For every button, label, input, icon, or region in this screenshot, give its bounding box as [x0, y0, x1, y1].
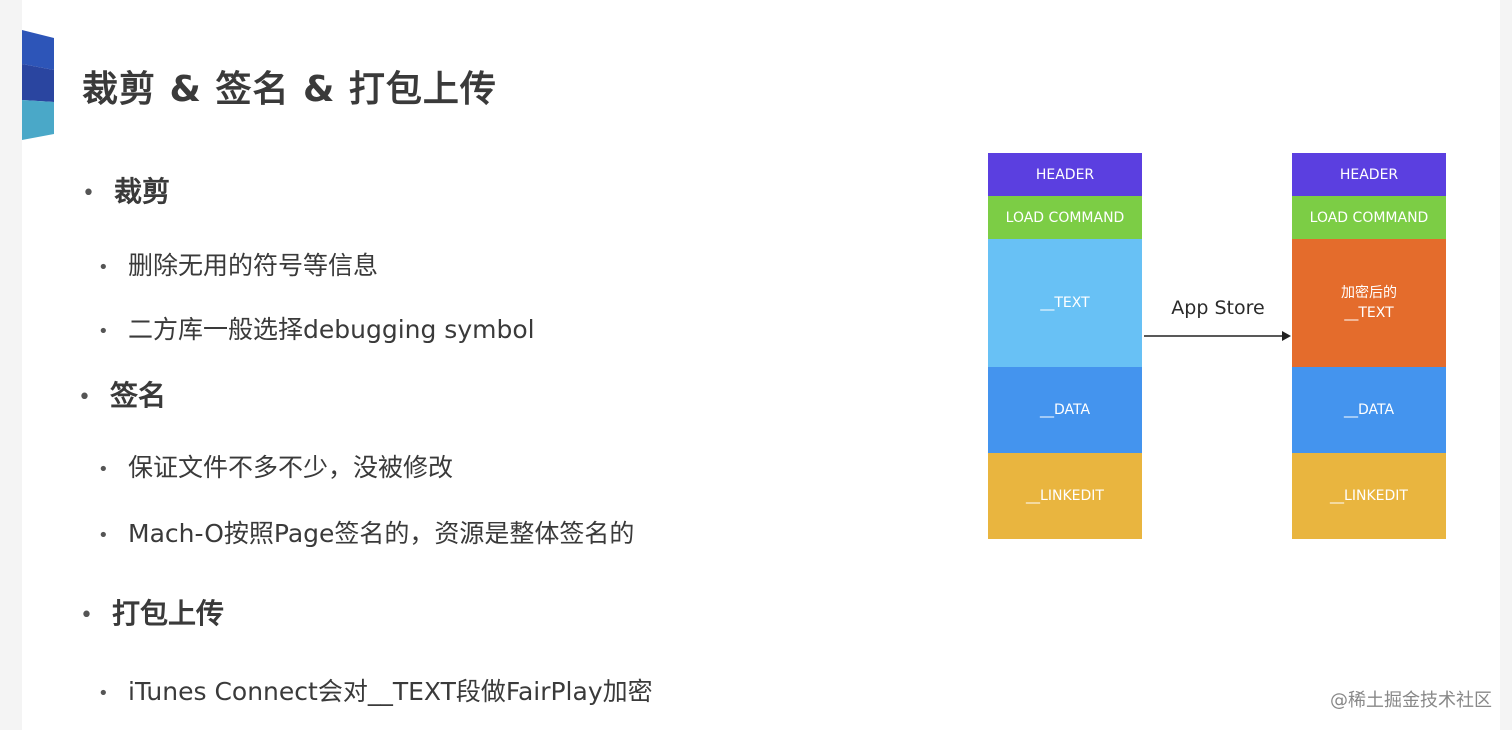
- list-item: • Mach-O按照Page签名的，资源是整体签名的: [98, 514, 634, 550]
- bullet-dot: •: [98, 682, 109, 704]
- slide: [22, 0, 1500, 730]
- segment-load-command: LOAD COMMAND: [1292, 196, 1446, 239]
- section-label: 打包上传: [112, 597, 225, 630]
- list-item-text: 删除无用的符号等信息: [128, 251, 379, 280]
- list-item: • iTunes Connect会对__TEXT段做FairPlay加密: [98, 672, 653, 708]
- list-item-text: 保证文件不多不少，没被修改: [128, 453, 454, 482]
- bullet-dot: •: [98, 524, 109, 546]
- segment-load-command: LOAD COMMAND: [988, 196, 1142, 239]
- macho-after-stack: HEADER LOAD COMMAND 加密后的 __TEXT __DATA _…: [1292, 153, 1446, 539]
- macho-before-stack: HEADER LOAD COMMAND __TEXT __DATA __LINK…: [988, 153, 1142, 539]
- segment-data: __DATA: [988, 367, 1142, 453]
- bullet-dot: •: [98, 458, 109, 480]
- bullet-dot: •: [98, 256, 109, 278]
- section-label: 裁剪: [114, 175, 171, 208]
- bullet-dot: •: [78, 384, 91, 410]
- list-item-text: Mach-O按照Page签名的，资源是整体签名的: [128, 519, 635, 548]
- list-item-text: 二方库一般选择debugging symbol: [128, 315, 535, 344]
- list-item: • 二方库一般选择debugging symbol: [98, 310, 535, 346]
- segment-header: HEADER: [1292, 153, 1446, 196]
- list-item: • 删除无用的符号等信息: [98, 246, 378, 282]
- arrow-right-icon: [1144, 331, 1291, 341]
- page-title: 裁剪 & 签名 & 打包上传: [82, 69, 497, 110]
- segment-encrypted-text: 加密后的 __TEXT: [1292, 239, 1446, 367]
- list-item: • 保证文件不多不少，没被修改: [98, 448, 453, 484]
- bullet-dot: •: [82, 180, 95, 206]
- watermark: @稀土掘金技术社区: [1330, 690, 1492, 711]
- segment-linkedit: __LINKEDIT: [1292, 453, 1446, 539]
- list-item-text: iTunes Connect会对__TEXT段做FairPlay加密: [128, 677, 653, 706]
- bullet-dot: •: [80, 602, 93, 628]
- section-heading-crop: • 裁剪: [82, 170, 170, 210]
- section-label: 签名: [110, 379, 167, 412]
- bullet-dot: •: [98, 320, 109, 342]
- arrow-label: App Store: [1171, 297, 1265, 319]
- segment-text: __TEXT: [988, 239, 1142, 367]
- segment-data: __DATA: [1292, 367, 1446, 453]
- segment-linkedit: __LINKEDIT: [988, 453, 1142, 539]
- slide-decoration: [22, 30, 54, 140]
- segment-header: HEADER: [988, 153, 1142, 196]
- section-heading-sign: • 签名: [78, 374, 166, 414]
- section-heading-upload: • 打包上传: [80, 592, 224, 632]
